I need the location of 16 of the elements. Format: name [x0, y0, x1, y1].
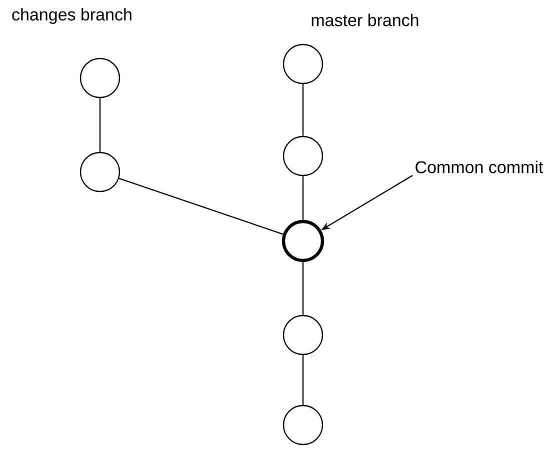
- commit-circle: [282, 404, 324, 446]
- connector-line: [302, 176, 304, 220]
- node-label: Common commit: [416, 160, 544, 174]
- commit-circle: [282, 220, 324, 262]
- branch-label: changes branch: [12, 8, 132, 24]
- branch-label: master branch: [312, 14, 418, 26]
- commit-circle: [282, 314, 324, 356]
- commit-circle: [80, 152, 120, 192]
- connector-line: [302, 262, 304, 315]
- connector-line: [302, 355, 304, 405]
- commit-circle: [80, 58, 120, 98]
- connector-line: [99, 98, 101, 152]
- connector-line: [302, 84, 304, 136]
- commit-circle: [282, 44, 324, 84]
- connector-line: [118, 178, 284, 235]
- commit-circle: [282, 136, 324, 176]
